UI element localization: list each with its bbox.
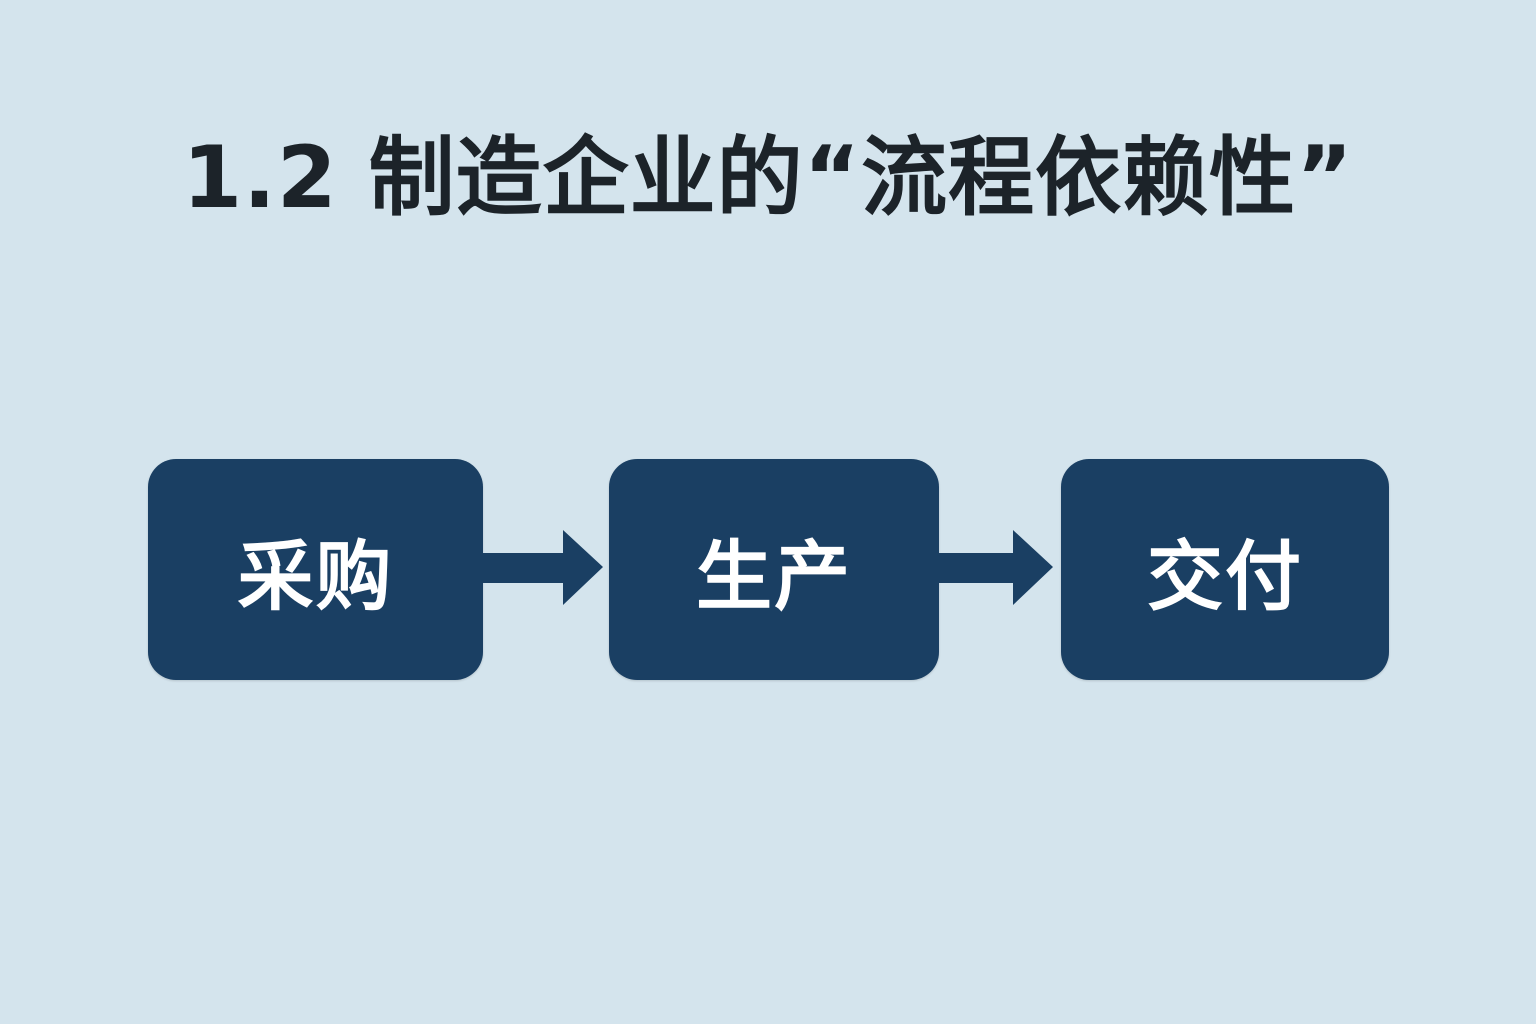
flow-step-label: 生产 bbox=[696, 531, 852, 621]
flow-step-label: 采购 bbox=[237, 531, 394, 621]
flow-step-delivery: 交付 bbox=[1061, 459, 1389, 680]
slide-title: 1.2 制造企业的“流程依赖性” bbox=[182, 128, 1354, 228]
flow-step-label: 交付 bbox=[1147, 531, 1303, 621]
flow-step-procurement: 采购 bbox=[148, 459, 483, 680]
arrow-right-icon bbox=[939, 530, 1053, 605]
flow-step-production: 生产 bbox=[609, 459, 939, 680]
arrow-right-icon bbox=[483, 530, 603, 605]
